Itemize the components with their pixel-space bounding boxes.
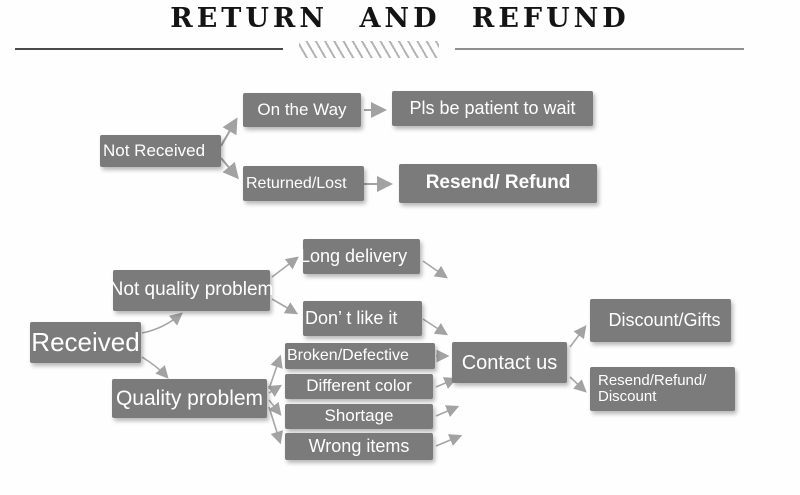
arrow-quality-to-differentcolor	[267, 384, 283, 397]
node-dont-like-it: Don’ t like it	[303, 301, 422, 336]
arrow-quality-to-wrongitems	[268, 406, 283, 445]
node-wrong-items: Wrong items	[285, 433, 433, 460]
arrow-notquality-to-dontlike	[271, 298, 299, 315]
page-title: RETURN AND REFUND	[170, 3, 630, 34]
node-contact-us: Contact us	[452, 342, 567, 383]
arrow-shortage-out	[435, 405, 460, 417]
node-broken-defective: Broken/Defective	[285, 343, 435, 369]
node-long-delivery: Long delivery	[300, 239, 420, 274]
resend-refund-discount-line2: Discount	[598, 388, 657, 405]
arrow-notquality-to-longdelivery	[271, 256, 299, 278]
resend-refund-discount-line1: Resend/Refund/	[598, 371, 707, 389]
node-shortage: Shortage	[285, 404, 433, 429]
node-discount-gifts: Discount/Gifts	[590, 299, 731, 342]
node-on-the-way: On the Way	[243, 93, 361, 127]
node-not-quality-problem: Not quality problem	[110, 270, 273, 311]
node-resend-refund: Resend/ Refund	[399, 164, 597, 203]
node-resend-refund-discount: Resend/Refund/ Discount	[590, 367, 735, 411]
arrow-quality-to-shortage	[268, 399, 282, 416]
arrow-dontlike-to-contact	[422, 318, 449, 336]
arrow-wrongitems-out	[435, 434, 463, 447]
arrow-contact-to-discountgifts	[569, 325, 587, 348]
line-received-to-quality	[141, 356, 169, 379]
arrow-notreceived-to-returnedlost	[220, 157, 239, 180]
line-received-to-notquality	[141, 312, 183, 334]
hatch-pattern-icon	[299, 41, 439, 58]
node-quality-problem: Quality problem	[112, 379, 267, 418]
divider-line-left	[15, 48, 283, 50]
node-received: Received	[30, 322, 141, 363]
node-different-color: Different color	[285, 374, 433, 399]
arrow-notreceived-to-ontheway	[220, 117, 238, 147]
arrow-contact-to-resendrefunddiscount	[569, 376, 587, 393]
arrow-quality-to-broken	[268, 354, 283, 390]
node-returned-lost: Returned/Lost	[243, 166, 364, 201]
node-pls-be-patient: Pls be patient to wait	[392, 91, 593, 126]
arrow-longdelivery-out	[422, 260, 448, 279]
node-not-received: Not Received	[100, 135, 221, 167]
divider-line-right	[455, 48, 744, 50]
